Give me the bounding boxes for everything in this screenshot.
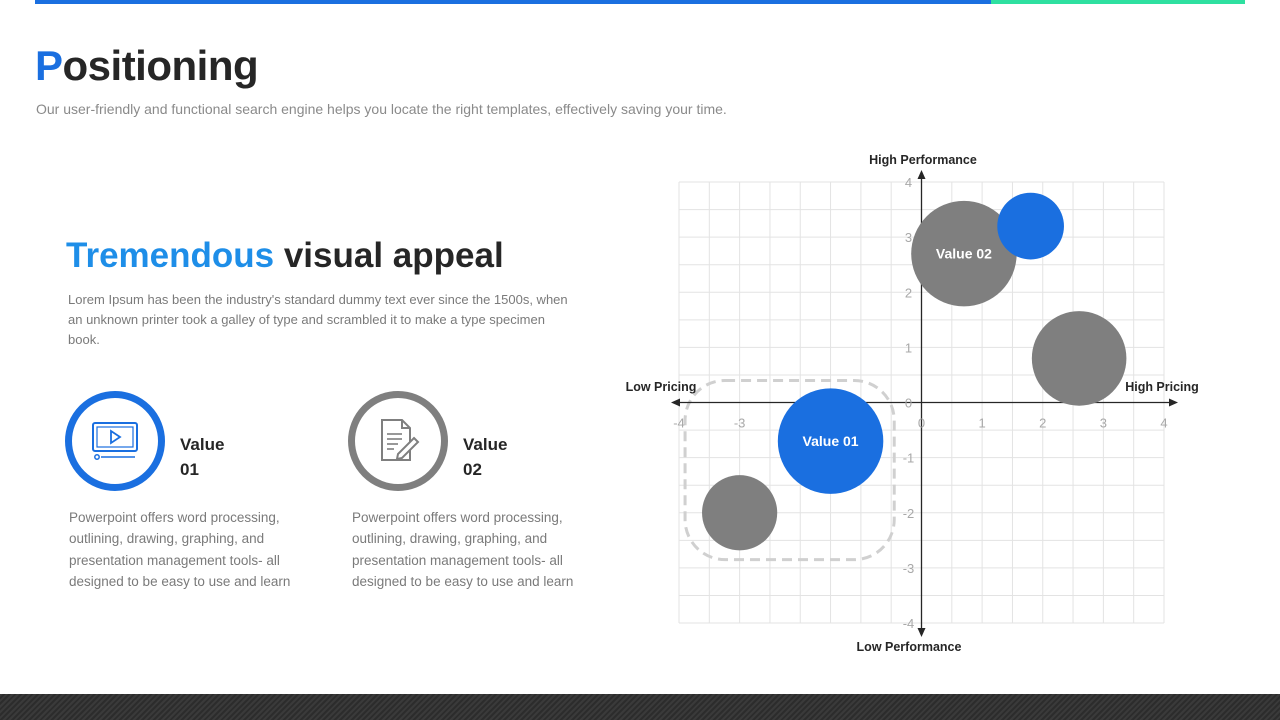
y-tick-label: 4 [905,175,912,190]
y-tick-label: 2 [905,285,912,300]
value-02-text: Powerpoint offers word processing, outli… [352,510,574,589]
bubble-5 [702,475,778,551]
y-tick-label: -1 [903,451,915,466]
bubble-label: Value 01 [803,433,859,449]
bubble-4 [1031,311,1127,406]
x-tick-label: 1 [979,416,986,431]
y-tick-label: 1 [905,340,912,355]
value-02-icon-ring [348,391,448,491]
highlight-region-outline [683,378,896,562]
monitor-play-icon [92,422,138,460]
section-heading: Tremendous visual appeal [66,236,504,275]
x-tick-label: 2 [1039,416,1046,431]
x-tick-label: -3 [734,416,746,431]
axis-label-low-performance: Low Performance [857,640,962,654]
bubble-1 [777,388,884,494]
y-tick-label: 0 [905,396,912,411]
y-tick-label: -2 [903,506,915,521]
axis-label-low-pricing: Low Pricing [626,380,697,394]
x-axis-arrow-left [671,398,680,407]
section-description: Lorem Ipsum has been the industry's stan… [68,292,568,347]
page-title: Positioning [35,42,259,89]
x-tick-label: -4 [673,416,685,431]
axis-label-high-pricing: High Pricing [1125,380,1199,394]
y-tick-label: 3 [905,230,912,245]
value-01-icon-ring [65,391,165,491]
x-tick-label: 3 [1100,416,1107,431]
x-axis-arrow-right [1169,398,1178,407]
bubble-3 [997,192,1064,260]
bubble-2 [911,200,1017,307]
page-subtitle: Our user-friendly and functional search … [36,101,727,117]
y-axis-arrow-bottom [917,628,926,637]
footer-bar [0,694,1280,720]
y-tick-label: -4 [903,616,915,631]
axis-label-high-performance: High Performance [869,153,977,167]
chart-bubbles: Value 01 Value 02 [702,192,1127,551]
x-tick-label: 0 [918,416,925,431]
y-tick-label: -3 [903,561,915,576]
top-accent-bar-green [991,0,1245,4]
x-tick-label: 4 [1160,416,1167,431]
top-accent-bar-blue [35,0,991,4]
value-01-text: Powerpoint offers word processing, outli… [69,510,291,589]
bubble-label: Value 02 [936,246,992,262]
y-axis-arrow-top [917,170,926,179]
document-pen-icon [381,419,420,461]
chart-highlight-region [683,378,896,562]
